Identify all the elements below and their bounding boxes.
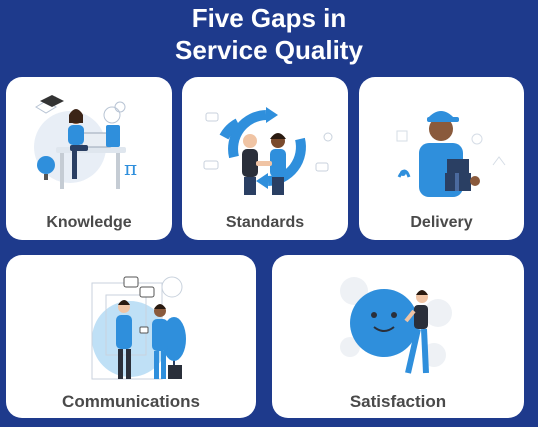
card-label-satisfaction: Satisfaction bbox=[349, 392, 447, 411]
card-communications[interactable]: Communications bbox=[6, 255, 256, 418]
card-satisfaction[interactable]: Satisfaction bbox=[272, 255, 524, 418]
card-label-knowledge: Knowledge bbox=[46, 214, 132, 231]
student-studying-icon: π bbox=[34, 95, 137, 189]
page-title-line-2: Service Quality bbox=[175, 35, 363, 65]
handshake-cycle-icon bbox=[203, 107, 333, 195]
svg-text:π: π bbox=[124, 156, 137, 180]
page-title: Five Gaps in Service Quality bbox=[0, 2, 538, 66]
page-title-line-1: Five Gaps in bbox=[191, 3, 347, 33]
card-label-standards: Standards bbox=[225, 214, 305, 231]
delivery-person-icon bbox=[396, 111, 506, 197]
two-people-talking-icon bbox=[91, 276, 186, 380]
card-label-communications: Communications bbox=[62, 392, 200, 411]
happy-ball-person-icon bbox=[340, 277, 452, 374]
card-standards[interactable]: Standards bbox=[182, 77, 348, 240]
card-label-delivery: Delivery bbox=[410, 214, 473, 231]
card-delivery[interactable]: Delivery bbox=[359, 77, 524, 240]
card-knowledge[interactable]: π Knowledge bbox=[6, 77, 172, 240]
